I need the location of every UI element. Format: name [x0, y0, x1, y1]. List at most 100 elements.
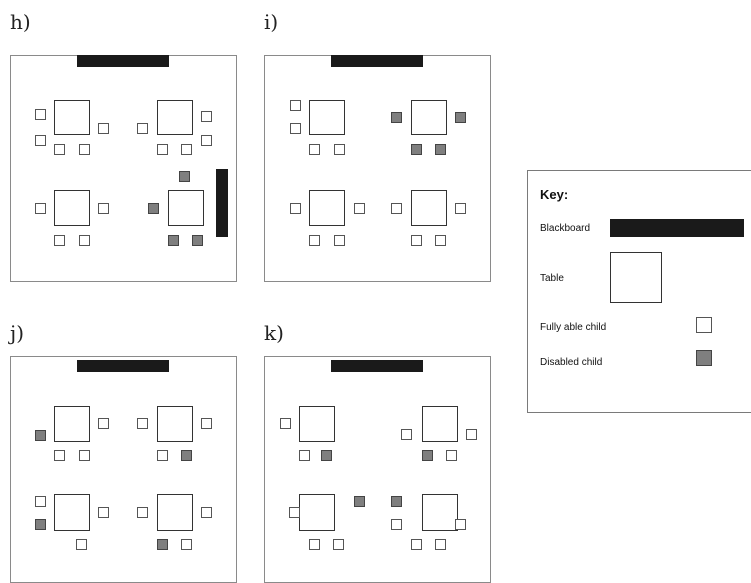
able-child	[201, 111, 212, 122]
disabled-child	[35, 519, 46, 530]
panel-label-k: k)	[264, 321, 284, 345]
able-child	[35, 135, 46, 146]
able-child	[201, 135, 212, 146]
table	[168, 190, 204, 226]
disabled-child	[181, 450, 192, 461]
table	[309, 100, 345, 135]
table	[157, 406, 193, 442]
table	[54, 494, 90, 531]
classroom-panel-k	[264, 356, 491, 583]
able-child	[76, 539, 87, 550]
able-child	[54, 450, 65, 461]
able-child	[79, 144, 90, 155]
panel-label-i: i)	[264, 10, 279, 34]
able-child	[137, 418, 148, 429]
disabled-child	[391, 112, 402, 123]
key-label-table: Table	[540, 273, 564, 284]
table	[299, 494, 335, 531]
blackboard	[216, 169, 228, 237]
able-child	[411, 539, 422, 550]
disabled-child	[321, 450, 332, 461]
able-child	[290, 100, 301, 111]
disabled-child	[422, 450, 433, 461]
table	[299, 406, 335, 442]
able-child	[309, 235, 320, 246]
key-disabled-child-swatch	[696, 350, 712, 366]
panel-label-h: h)	[10, 10, 31, 34]
disabled-child	[411, 144, 422, 155]
able-child	[466, 429, 477, 440]
disabled-child	[179, 171, 190, 182]
table	[54, 190, 90, 226]
disabled-child	[148, 203, 159, 214]
key-title: Key:	[540, 187, 569, 202]
able-child	[334, 235, 345, 246]
able-child	[181, 144, 192, 155]
able-child	[201, 507, 212, 518]
blackboard	[77, 55, 169, 67]
disabled-child	[435, 144, 446, 155]
able-child	[98, 123, 109, 134]
table	[157, 494, 193, 531]
able-child	[157, 144, 168, 155]
able-child	[35, 203, 46, 214]
key-box: Key: Blackboard Table Fully able child D…	[527, 170, 751, 413]
key-able-child-swatch	[696, 317, 712, 333]
disabled-child	[157, 539, 168, 550]
able-child	[79, 450, 90, 461]
able-child	[54, 144, 65, 155]
able-child	[455, 203, 466, 214]
disabled-child	[192, 235, 203, 246]
able-child	[181, 539, 192, 550]
panel-label-j: j)	[10, 321, 25, 345]
table	[411, 100, 447, 135]
blackboard	[77, 360, 169, 372]
disabled-child	[168, 235, 179, 246]
able-child	[435, 539, 446, 550]
able-child	[299, 450, 310, 461]
blackboard	[331, 55, 423, 67]
blackboard	[331, 360, 423, 372]
able-child	[98, 507, 109, 518]
able-child	[35, 109, 46, 120]
able-child	[290, 123, 301, 134]
able-child	[333, 539, 344, 550]
able-child	[280, 418, 291, 429]
able-child	[289, 507, 300, 518]
able-child	[391, 203, 402, 214]
able-child	[354, 203, 365, 214]
classroom-panel-h	[10, 55, 237, 282]
table	[422, 494, 458, 531]
disabled-child	[35, 430, 46, 441]
key-label-able-child: Fully able child	[540, 322, 607, 333]
classroom-panel-j	[10, 356, 237, 583]
table	[411, 190, 447, 226]
able-child	[201, 418, 212, 429]
table	[422, 406, 458, 442]
disabled-child	[391, 496, 402, 507]
able-child	[391, 519, 402, 530]
able-child	[446, 450, 457, 461]
able-child	[137, 123, 148, 134]
able-child	[35, 496, 46, 507]
able-child	[401, 429, 412, 440]
key-table-swatch	[610, 252, 662, 303]
able-child	[455, 519, 466, 530]
able-child	[334, 144, 345, 155]
able-child	[411, 235, 422, 246]
able-child	[435, 235, 446, 246]
able-child	[157, 450, 168, 461]
able-child	[98, 418, 109, 429]
able-child	[79, 235, 90, 246]
table	[157, 100, 193, 135]
disabled-child	[455, 112, 466, 123]
able-child	[137, 507, 148, 518]
able-child	[98, 203, 109, 214]
able-child	[309, 144, 320, 155]
able-child	[290, 203, 301, 214]
table	[54, 406, 90, 442]
able-child	[309, 539, 320, 550]
key-label-blackboard: Blackboard	[540, 223, 591, 234]
key-label-disabled-child: Disabled child	[540, 357, 603, 368]
table	[309, 190, 345, 226]
